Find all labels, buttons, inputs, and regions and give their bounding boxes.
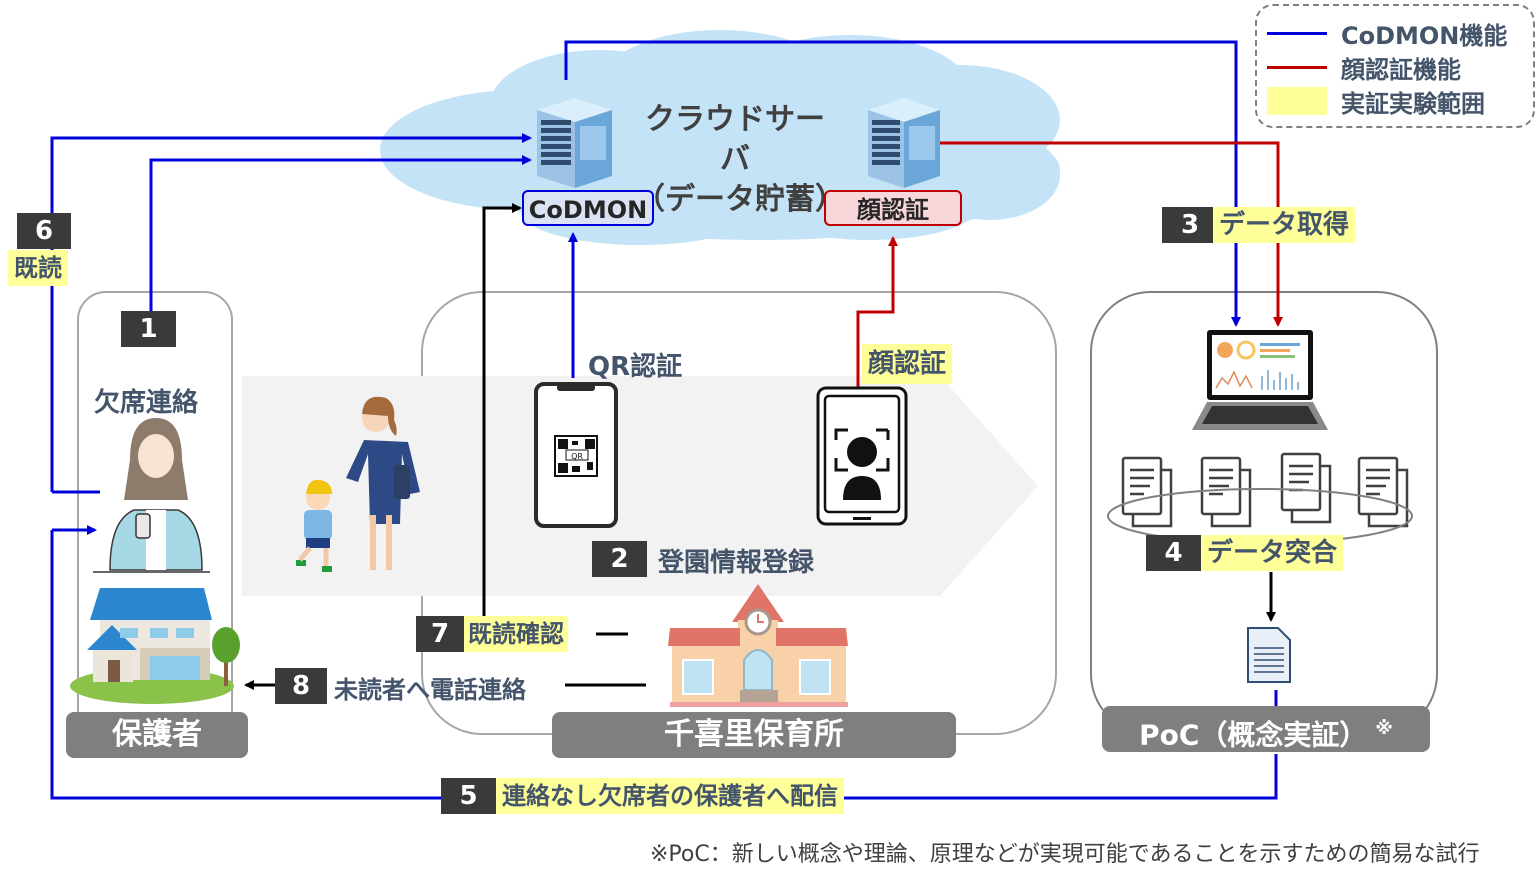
poc-footnote-mark: ※ xyxy=(1375,718,1393,739)
poc-footnote: ※PoC：新しい概念や理論、原理などが実現可能であることを示すための簡易な試行 xyxy=(650,842,1480,867)
step-8-label: 未読者へ電話連絡 xyxy=(334,676,526,704)
nursery-building-illustration xyxy=(668,584,848,707)
codmon-server-icon xyxy=(537,98,612,188)
smartphone-qr-icon: QR xyxy=(534,382,618,528)
face-server-label: 顔認証 xyxy=(824,190,962,226)
legend-item-face: 顔認証機能 xyxy=(1267,50,1461,84)
cloud-title-line1: クラウドサーバ xyxy=(645,102,825,177)
legend-swatch-red-line xyxy=(1267,65,1327,69)
merged-document-icon xyxy=(1247,627,1291,683)
codmon-server-label: CoDMON xyxy=(522,190,654,226)
guardian-tag: 保護者 xyxy=(66,712,248,758)
step-3-label: データ取得 xyxy=(1213,207,1356,243)
legend: CoDMON機能 顔認証機能 実証実験範囲 xyxy=(1255,4,1535,128)
face-flow-lines xyxy=(856,141,1283,390)
legend-label: 顔認証機能 xyxy=(1341,55,1461,84)
step-5-label: 連絡なし欠席者の保護者へ配信 xyxy=(496,778,844,814)
step-2-number: 2 xyxy=(592,541,647,577)
legend-item-codmon: CoDMON機能 xyxy=(1267,16,1507,50)
step-8-number: 8 xyxy=(275,668,327,704)
laptop-dashboard-icon xyxy=(1192,330,1328,430)
step-4-label: データ突合 xyxy=(1201,535,1344,571)
step-6-label: 既読 xyxy=(8,250,68,286)
poc-tag: PoC（概念実証） ※ xyxy=(1102,706,1430,752)
qr-badge: QR xyxy=(571,452,583,461)
document-stack-icons xyxy=(1121,452,1409,528)
mother-child-illustration xyxy=(296,396,420,572)
nursery-flow-lines xyxy=(244,203,1276,690)
legend-label: 実証実験範囲 xyxy=(1341,89,1485,118)
step-5-number: 5 xyxy=(441,778,496,814)
step-7-label: 既読確認 xyxy=(464,616,568,652)
step-7-number: 7 xyxy=(416,616,464,652)
step-2-label: 登園情報登録 xyxy=(658,548,815,578)
step-3-number: 3 xyxy=(1162,207,1218,243)
absence-contact-label: 欠席連絡 xyxy=(94,388,199,418)
face-auth-label: 顔認証 xyxy=(862,344,953,384)
nursery-tag: 千喜里保育所 xyxy=(552,712,956,758)
step-6-number: 6 xyxy=(17,213,71,249)
cloud-server-title: クラウドサーバ （データ貯蓄） xyxy=(635,100,845,220)
tablet-face-icon xyxy=(816,386,908,526)
legend-swatch-blue-line xyxy=(1267,31,1327,35)
poc-tag-label: PoC（概念実証） xyxy=(1139,718,1368,752)
legend-label: CoDMON機能 xyxy=(1341,21,1508,50)
house-illustration xyxy=(70,588,240,704)
legend-item-scope: 実証実験範囲 xyxy=(1267,84,1485,118)
qr-auth-label: QR認証 xyxy=(588,352,683,382)
face-server-icon xyxy=(868,98,940,188)
step-4-number: 4 xyxy=(1146,535,1201,571)
legend-swatch-yellow-box xyxy=(1267,87,1327,115)
guardian-woman-illustration xyxy=(93,418,210,573)
cloud-title-line2: （データ貯蓄） xyxy=(635,182,845,217)
step-1-number: 1 xyxy=(121,311,176,347)
